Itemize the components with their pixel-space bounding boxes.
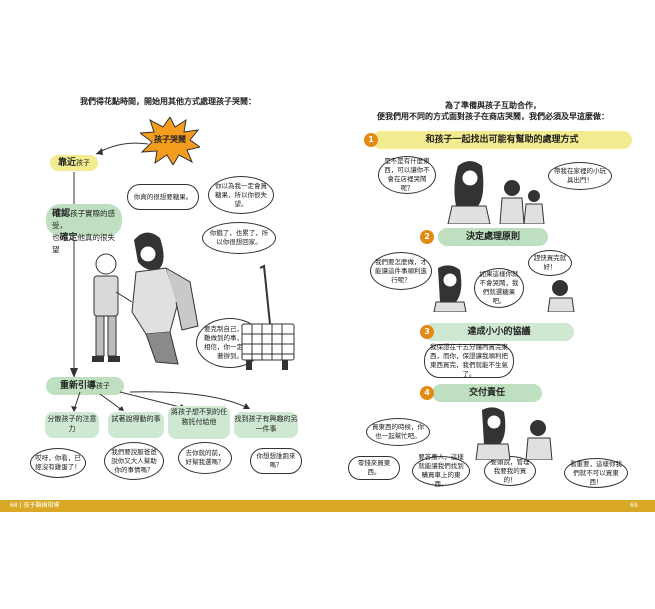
burst-shape xyxy=(140,117,200,165)
option-arrows xyxy=(71,391,250,412)
step-2-question-bubble: 我們要怎麼做，才能讓這件事順利進行呢？ xyxy=(370,252,432,290)
step-4-number: 4 xyxy=(420,386,434,400)
confirm-pre-2: 也 xyxy=(52,233,60,242)
approach-rest: 孩子 xyxy=(76,159,90,167)
step-1-illustration xyxy=(447,161,545,224)
step-1-pill: 和孩子一起找出可能有幫助的處理方式 xyxy=(372,131,632,149)
step-2-illustration xyxy=(433,265,575,312)
arrow-connector xyxy=(95,142,149,155)
left-page-number: 68 xyxy=(10,502,18,509)
right-heading-1: 為了準備與孩子互助合作， xyxy=(445,101,541,110)
step-3-pill: 達成小小的協議 xyxy=(424,323,574,341)
redirect-box: 重新引導孩子 xyxy=(46,377,124,395)
right-page-number: 69 xyxy=(630,502,638,509)
confirm-bold-2: 確定 xyxy=(59,233,78,243)
step-4-help-bubble: 買東西的時候，你也一起幫忙吧。 xyxy=(366,418,430,446)
confirm-rest-1: 孩子實際的感受， xyxy=(52,209,116,230)
flow-line xyxy=(70,172,78,378)
speech-bubble-disappointed: 你以為我一定會買糖果，所以你很失望。 xyxy=(208,176,274,214)
step-3-agreement-bubble: 我保證在十五分鐘內買完東西，而你，保證讓我順利把東西買完，我們就能不生氣了。 xyxy=(424,343,514,378)
option-task: 將孩子想不到的任務託付給他 xyxy=(168,406,230,439)
step-3-number: 3 xyxy=(420,325,434,339)
step-4-change-bubble: 零錢來買東西。 xyxy=(348,456,400,480)
book-title: 孩子難搞指導 xyxy=(23,502,60,509)
speech-bubble-no-eggs: 哎呀，你看，已經沒有雞蛋了！ xyxy=(30,448,86,478)
step-4-promise-bubble: 要答應人，這樣就能讓我們找到購買車上的東西。 xyxy=(412,453,470,488)
speech-bubble-want-candy: 你真的很想要糖果。 xyxy=(127,184,199,210)
step-1-number: 1 xyxy=(364,133,378,147)
option-interest: 找到孩子有興趣的另一件事 xyxy=(234,412,298,438)
footer-bar xyxy=(0,500,655,512)
redirect-rest: 孩子 xyxy=(96,382,110,390)
approach-box: 靠近孩子 xyxy=(50,155,98,171)
confirm-bold-1: 確認 xyxy=(52,209,71,219)
speech-bubble-persuade-dad: 我們要說服爸爸說你又大人幫助你的事情嗎？ xyxy=(104,442,164,480)
confirm-rest-2: 他真的很失望 xyxy=(52,233,116,254)
footer-left: 68 | 孩子難搞指導 xyxy=(10,502,60,509)
step-2-number: 2 xyxy=(420,230,434,244)
step-4-pill: 交付責任 xyxy=(432,384,542,402)
speech-bubble-help-choose: 去你就的前，好幫我選嗎？ xyxy=(178,442,232,474)
confirm-box: 確認孩子實際的感受， 也確定他真的很失望 xyxy=(46,204,122,254)
right-heading-2: 便我們用不同的方式面對孩子在商店哭鬧，我們必須及早這麼做： xyxy=(377,112,609,121)
approach-bold: 靠近 xyxy=(57,158,76,168)
step-1-question-bubble: 是不是有什麼東西，可以讓你不會在店裡哭鬧呢？ xyxy=(378,156,436,194)
right-page: 為了準備與孩子互助合作， 便我們用不同的方式面對孩子在商店哭鬧，我們必須及早這麼… xyxy=(328,0,655,609)
step-2-agree-bubble: 如果這樣你就不會哭鬧，我們就選糖果吧。 xyxy=(474,268,524,308)
left-page: 我們得花點時間，開始用其他方式處理孩子哭鬧： 孩子哭鬧 靠近孩子 確認孩子實際的… xyxy=(0,0,327,609)
burst-label: 孩子哭鬧 xyxy=(154,135,186,144)
step-4-important-bubble: 看重要，這樣你我們就不可以買東西！ xyxy=(564,458,628,488)
option-distract: 分散孩子的注意力 xyxy=(45,412,99,438)
step-1-answer-bubble: 帶我在家裡的小玩具出門！ xyxy=(548,162,612,190)
step-4-illustration xyxy=(475,407,553,460)
speech-bubble-tired: 你餓了，也累了，所以你很想回家。 xyxy=(202,222,276,254)
left-heading: 我們得花點時間，開始用其他方式處理孩子哭鬧： xyxy=(80,97,256,106)
parent-child-illustration xyxy=(92,232,199,365)
shopping-basket-illustration xyxy=(241,264,295,370)
option-persuade: 試著說得動的事 xyxy=(108,412,164,438)
redirect-bold: 重新引導 xyxy=(59,381,96,391)
step-2-quick-bubble: 趕快買完就好！ xyxy=(528,250,572,276)
step-2-pill: 決定處理原則 xyxy=(438,228,548,246)
step-4-manage-bubble: 要頭說，管理我要我的買的！ xyxy=(484,456,536,486)
speech-bubble-who-came: 你想想誰跑來嗎？ xyxy=(250,448,302,474)
